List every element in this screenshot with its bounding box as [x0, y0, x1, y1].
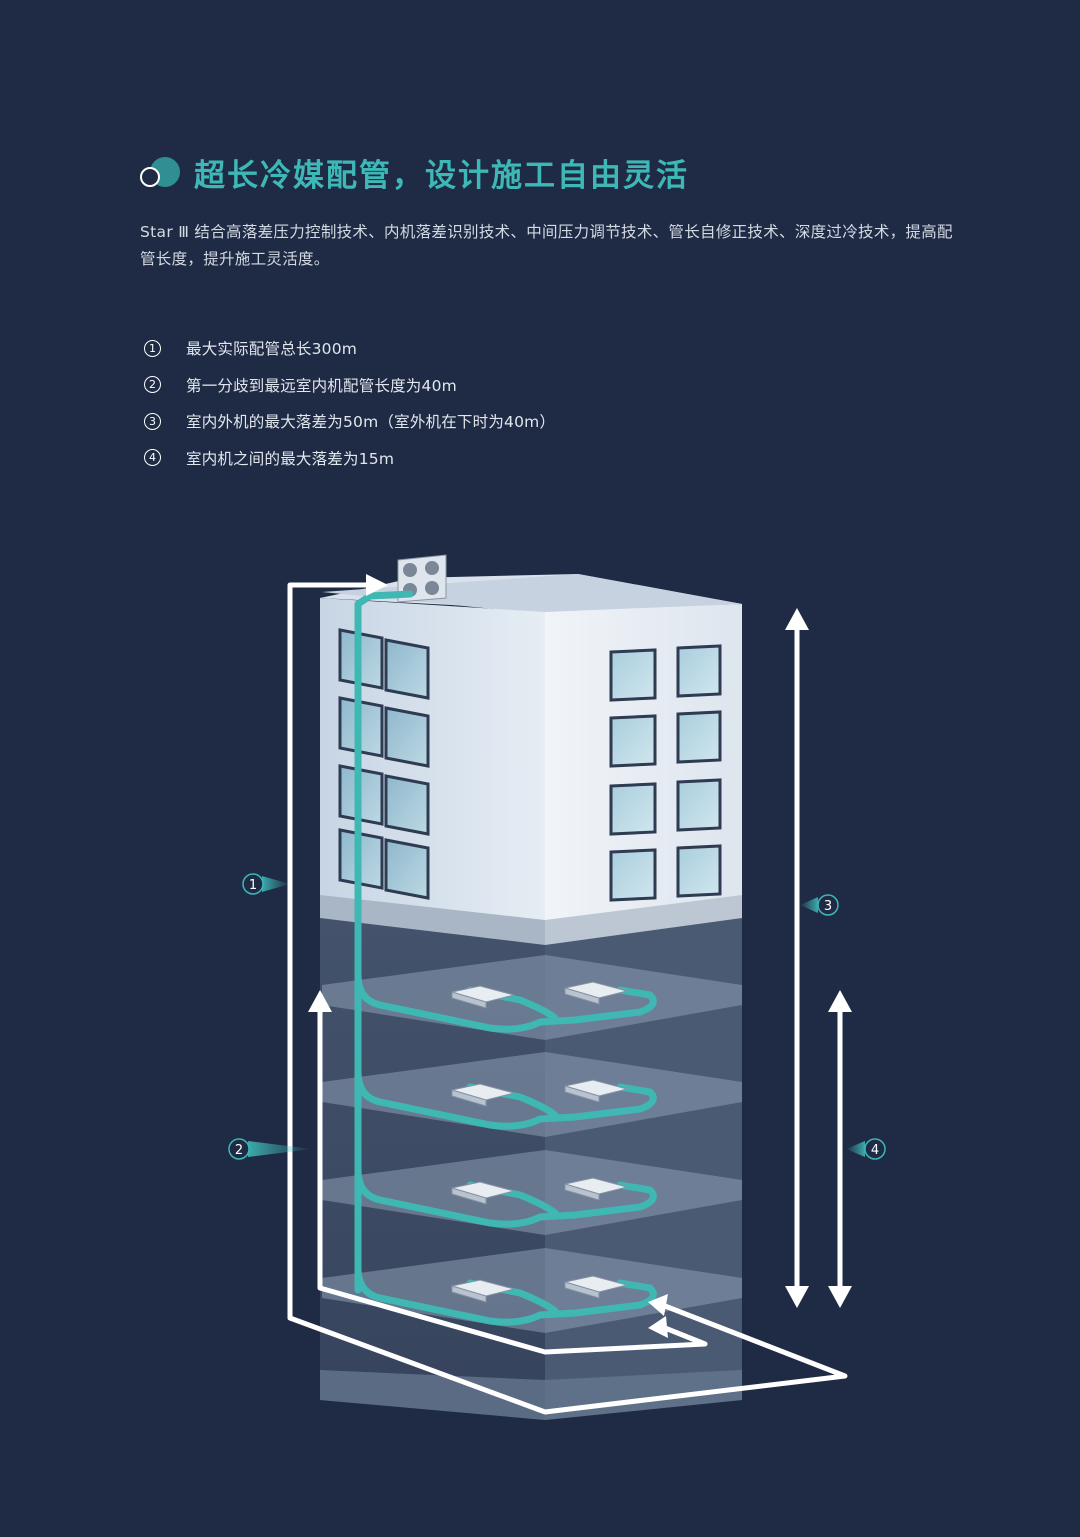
- feature-text: 最大实际配管总长300m: [186, 340, 358, 359]
- arrow-branch-length: [317, 1005, 708, 1355]
- callout-number: 4: [871, 1143, 879, 1158]
- feature-text: 室内机之间的最大落差为15m: [186, 449, 395, 468]
- page-title: 超长冷媒配管，设计施工自由灵活: [194, 158, 689, 194]
- feature-item: 1 最大实际配管总长300m: [144, 330, 555, 367]
- floor-slabs: [322, 955, 742, 1333]
- bullet-circles-icon: [138, 153, 182, 193]
- intro-paragraph: Star Ⅲ 结合高落差压力控制技术、内机落差识别技术、中间压力调节技术、管长自…: [140, 223, 953, 268]
- number-badge: 4: [144, 449, 161, 467]
- callout-number: 1: [249, 878, 257, 893]
- arrow-heads: [308, 574, 852, 1338]
- outdoor-unit-icon: [397, 554, 447, 603]
- refrigerant-pipes: [354, 590, 657, 1326]
- callout-1: 1: [242, 873, 290, 895]
- number-badge: 3: [144, 412, 161, 430]
- arrow-total-length: [287, 582, 848, 1415]
- feature-text: 第一分歧到最远室内机配管长度为40m: [186, 376, 457, 395]
- callout-number: 3: [824, 899, 832, 914]
- callout-2: 2: [228, 1138, 312, 1160]
- callout-4: 4: [846, 1138, 886, 1160]
- feature-item: 2 第一分歧到最远室内机配管长度为40m: [144, 367, 555, 404]
- feature-text: 室内外机的最大落差为50m（室外机在下时为40m）: [186, 413, 556, 432]
- number-badge: 1: [144, 339, 161, 357]
- section-header: 超长冷媒配管，设计施工自由灵活: [138, 150, 689, 195]
- feature-list: 1 最大实际配管总长300m 2 第一分歧到最远室内机配管长度为40m 3 室内…: [144, 330, 555, 476]
- callout-3: 3: [800, 894, 839, 916]
- callout-number: 2: [235, 1143, 243, 1158]
- dimension-arrows: [287, 582, 848, 1415]
- indoor-units: [451, 981, 628, 1303]
- building: [320, 554, 742, 945]
- number-badge: 2: [144, 376, 161, 394]
- right-windows: [609, 644, 722, 902]
- feature-item: 4 室内机之间的最大落差为15m: [144, 440, 555, 477]
- feature-item: 3 室内外机的最大落差为50m（室外机在下时为40m）: [144, 403, 555, 440]
